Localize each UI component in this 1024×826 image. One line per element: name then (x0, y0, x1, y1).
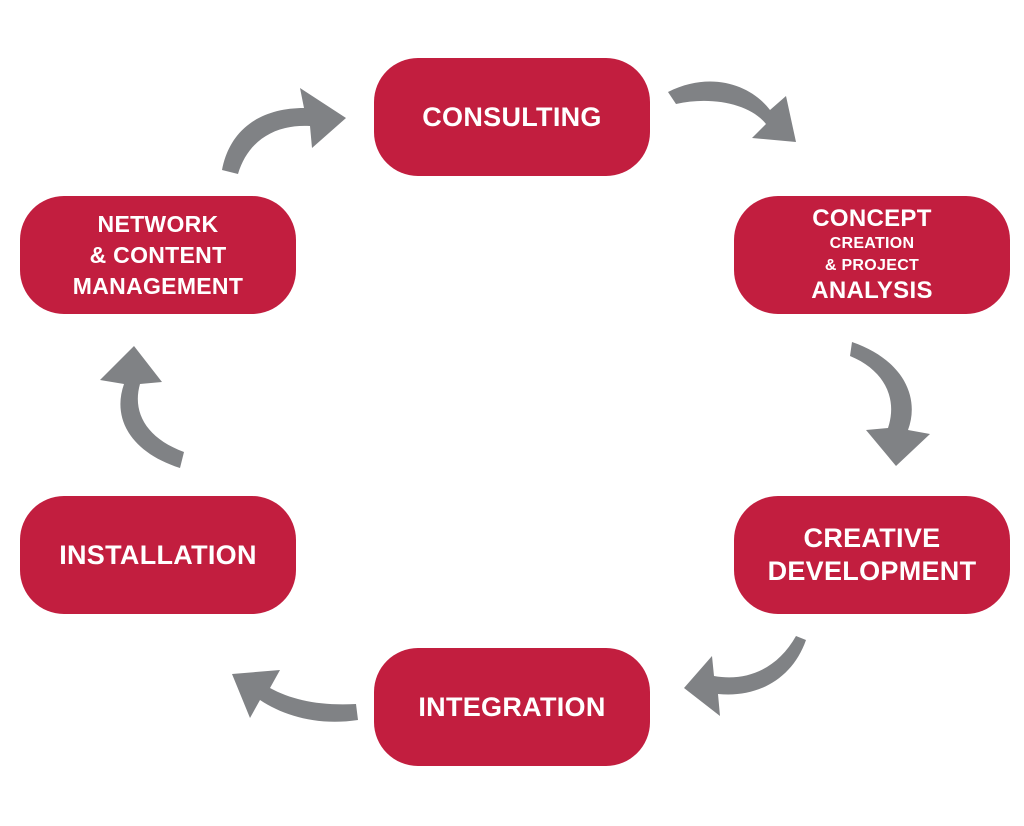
node-consulting: CONSULTING (374, 58, 650, 176)
node-network-label-line3: MANAGEMENT (72, 272, 244, 299)
node-creative-development: CREATIVE DEVELOPMENT (734, 496, 1010, 614)
node-concept-label-line2: CREATION (829, 235, 915, 252)
arrow-creative-to-integration (684, 636, 806, 716)
node-integration: INTEGRATION (374, 648, 650, 766)
node-concept-creation-project-analysis: CONCEPT CREATION & PROJECT ANALYSIS (734, 196, 1010, 314)
node-network-label-line2: & CONTENT (89, 241, 227, 268)
node-creative-label-line1: CREATIVE (803, 523, 941, 553)
arrow-network-to-consulting (222, 88, 346, 174)
node-consulting-label: CONSULTING (422, 101, 602, 132)
node-network-label-line1: NETWORK (97, 210, 219, 237)
node-installation: INSTALLATION (20, 496, 296, 614)
arrow-consulting-to-concept (668, 81, 796, 142)
node-concept-label-line4: ANALYSIS (811, 277, 933, 304)
node-integration-label: INTEGRATION (418, 691, 606, 722)
arrow-concept-to-creative (850, 342, 930, 466)
node-installation-label: INSTALLATION (59, 539, 257, 570)
node-concept-label-line3: & PROJECT (824, 257, 920, 274)
node-creative-label-line2: DEVELOPMENT (767, 556, 977, 586)
node-concept-label-line1: CONCEPT (812, 205, 932, 232)
arrow-integration-to-installation (232, 670, 358, 722)
node-network-content-management: NETWORK & CONTENT MANAGEMENT (20, 196, 296, 314)
arrow-installation-to-network (100, 346, 184, 468)
